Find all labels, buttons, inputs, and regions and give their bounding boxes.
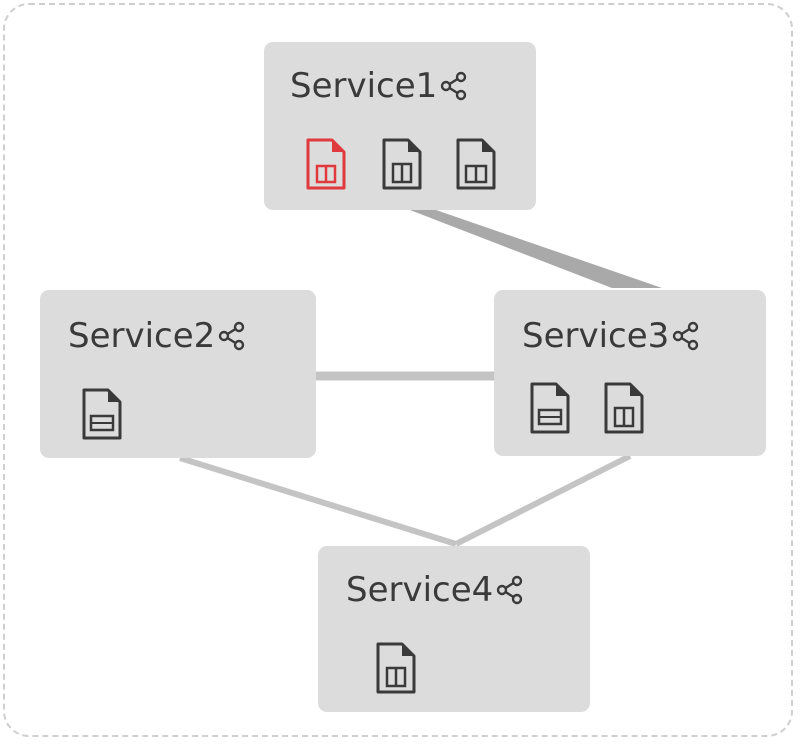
file-icon[interactable] xyxy=(374,640,418,696)
file-icon[interactable] xyxy=(602,380,646,436)
service-title-3: Service3 xyxy=(522,316,701,356)
share-icon[interactable] xyxy=(439,71,469,101)
share-icon[interactable] xyxy=(495,575,525,605)
service-node-4[interactable]: Service4 xyxy=(318,546,590,712)
service-node-2[interactable]: Service2 xyxy=(40,290,316,458)
service-label-4: Service4 xyxy=(346,570,494,610)
service-title-2: Service2 xyxy=(68,316,247,356)
share-icon[interactable] xyxy=(671,321,701,351)
service-label-1: Service1 xyxy=(290,66,438,106)
file-icon[interactable] xyxy=(528,380,572,436)
file-icon[interactable] xyxy=(380,136,424,192)
service-node-1[interactable]: Service1 xyxy=(264,42,536,210)
file-icon[interactable] xyxy=(80,386,124,442)
service-title-4: Service4 xyxy=(346,570,525,610)
file-icon[interactable] xyxy=(454,136,498,192)
service-node-3[interactable]: Service3 xyxy=(494,290,766,456)
edge-service3-service4[interactable] xyxy=(454,453,632,547)
edge-service1-service3[interactable] xyxy=(410,210,662,288)
diagram-frame xyxy=(3,3,793,737)
service-title-1: Service1 xyxy=(290,66,469,106)
file-alert-icon[interactable] xyxy=(304,136,348,192)
service-label-2: Service2 xyxy=(68,316,216,356)
service-label-3: Service3 xyxy=(522,316,670,356)
share-icon[interactable] xyxy=(217,321,247,351)
edge-service2-service4[interactable] xyxy=(179,455,457,547)
